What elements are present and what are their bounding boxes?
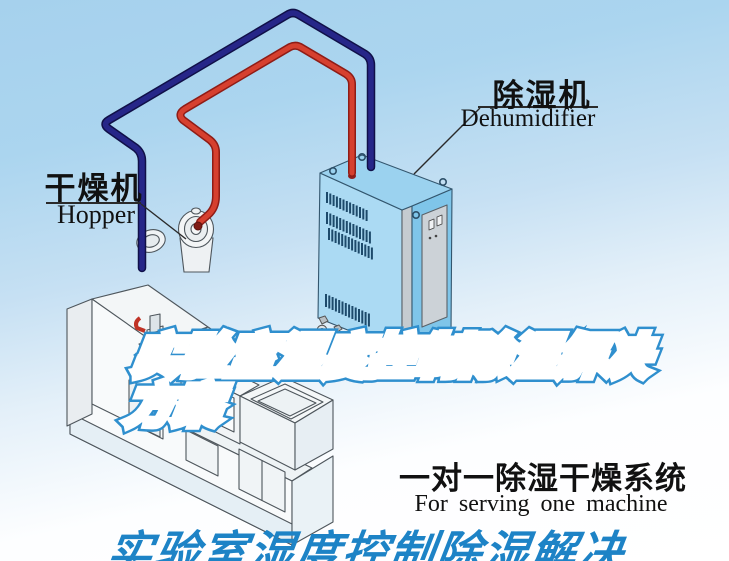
machine-door-panel — [128, 379, 161, 438]
machine-lid — [257, 388, 317, 417]
dehumidifier-label-zh: 除湿机 — [492, 78, 592, 113]
guard-window — [185, 373, 207, 417]
caption-en: For serving one machine — [414, 491, 668, 517]
panel-switch — [428, 218, 435, 231]
guard-window — [210, 386, 235, 433]
headline: 实验室湿度控制除湿解决方案 实验室湿度控制除湿解决方案 实验室湿度控制除湿解决 … — [56, 234, 669, 561]
panel-switch — [436, 214, 443, 227]
leader-lines — [46, 106, 598, 240]
dehumidifier-label-en: Dehumidifier — [460, 105, 596, 132]
hopper-label-zh: 干燥机 — [44, 171, 144, 206]
feed-tube-red — [134, 316, 146, 333]
hose-connector — [193, 221, 203, 231]
control-panel — [421, 204, 448, 328]
casters — [316, 315, 456, 375]
headline-line1: 实验室湿度控制除湿解决 — [103, 527, 629, 561]
caption-zh: 一对一除湿干燥系统 — [399, 461, 687, 496]
eye-bolts — [328, 153, 447, 220]
hopper-label-en: Hopper — [57, 200, 135, 229]
hoses — [101, 8, 376, 273]
headline-text: 实验室湿度控制除湿解决 方案 — [70, 430, 642, 561]
louver-vents — [325, 192, 373, 327]
extruder-machine — [66, 284, 334, 546]
machine-door-panel — [185, 429, 219, 477]
